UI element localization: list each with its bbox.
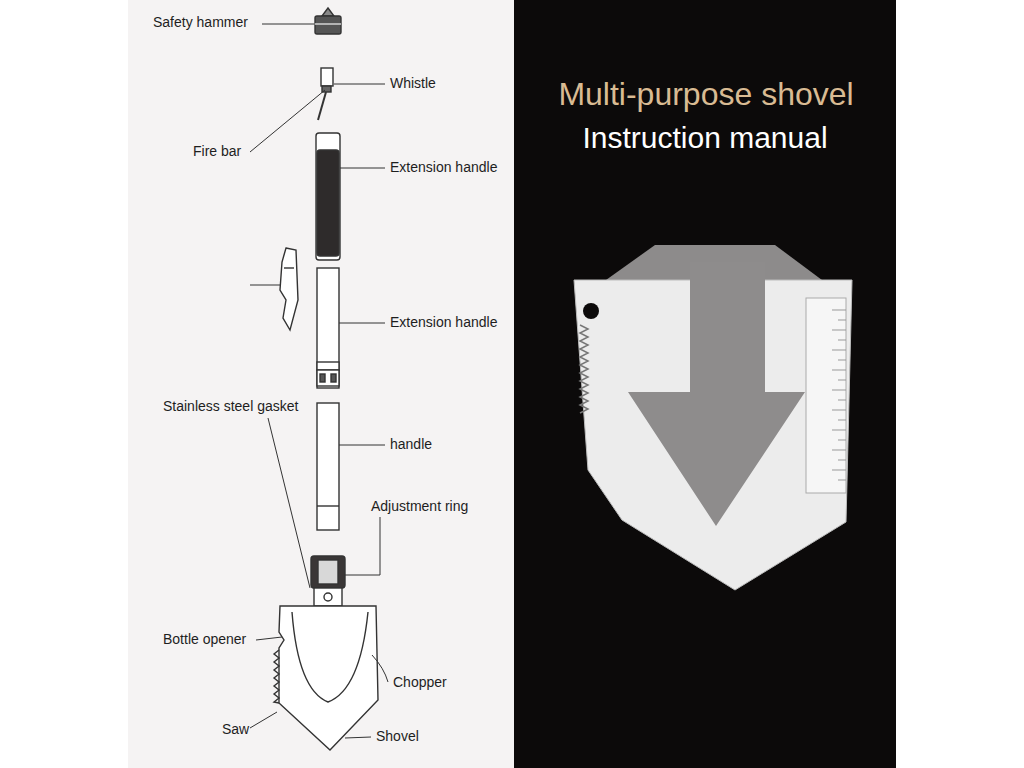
ruler-ticks <box>832 310 846 480</box>
part-label: Extension handle <box>390 314 497 332</box>
leader-line <box>345 737 371 738</box>
handle <box>317 403 339 530</box>
thread <box>317 370 339 386</box>
button <box>320 374 325 382</box>
part-label: handle <box>390 436 432 454</box>
leader-line <box>256 637 282 640</box>
leader-line <box>340 168 385 169</box>
knife <box>280 248 298 330</box>
arrow-mark <box>628 262 805 526</box>
leader-line <box>339 445 385 446</box>
part-label: Adjustment ring <box>371 498 468 516</box>
saw-teeth <box>580 325 588 413</box>
safety-hammer <box>315 16 341 34</box>
cover-title: Multi-purpose shovel <box>558 74 853 114</box>
part-label: Whistle <box>390 75 436 93</box>
part-label: Shovel <box>376 728 419 746</box>
leader-line <box>334 84 385 85</box>
button <box>331 374 336 382</box>
grip <box>317 150 339 256</box>
knife-detail <box>284 267 294 268</box>
blade-curve <box>292 612 368 702</box>
subtitle: Instruction manual <box>582 119 827 157</box>
leader-line <box>339 323 385 324</box>
left-panel <box>128 0 514 768</box>
part-label: Bottle opener <box>163 631 246 649</box>
leader-line <box>262 24 314 25</box>
hammer-tip <box>322 8 334 16</box>
opener-hole <box>583 303 599 319</box>
leader-line <box>345 517 380 575</box>
ring-face <box>318 560 338 584</box>
leader-line <box>250 90 325 152</box>
part-label: Saw <box>222 721 249 739</box>
hammer-ring <box>315 23 341 24</box>
handle-ring <box>317 362 339 370</box>
saw-teeth <box>274 650 279 703</box>
part-label: Chopper <box>393 674 447 692</box>
fire-bar <box>318 92 326 120</box>
leader-line <box>250 712 277 728</box>
part-label: Safety hammer <box>153 14 248 32</box>
hinge-pin <box>324 593 332 601</box>
extension-handle <box>317 268 339 388</box>
leader-lines <box>250 24 388 738</box>
cover-shovel <box>574 245 852 590</box>
handle-joint <box>317 505 339 506</box>
extension-handle <box>316 133 340 260</box>
adjustment-ring <box>311 556 345 588</box>
part-label: Fire bar <box>193 143 241 161</box>
leader-line <box>372 655 388 682</box>
leader-line <box>268 418 310 588</box>
part-label: Extension handle <box>390 159 497 177</box>
part-label: Stainless steel gasket <box>163 398 298 416</box>
shovel-blade <box>279 606 378 750</box>
whistle <box>321 68 333 86</box>
cover-panel <box>514 0 896 768</box>
hinge <box>314 588 342 606</box>
leader-line <box>250 285 281 286</box>
ruler <box>806 298 846 493</box>
